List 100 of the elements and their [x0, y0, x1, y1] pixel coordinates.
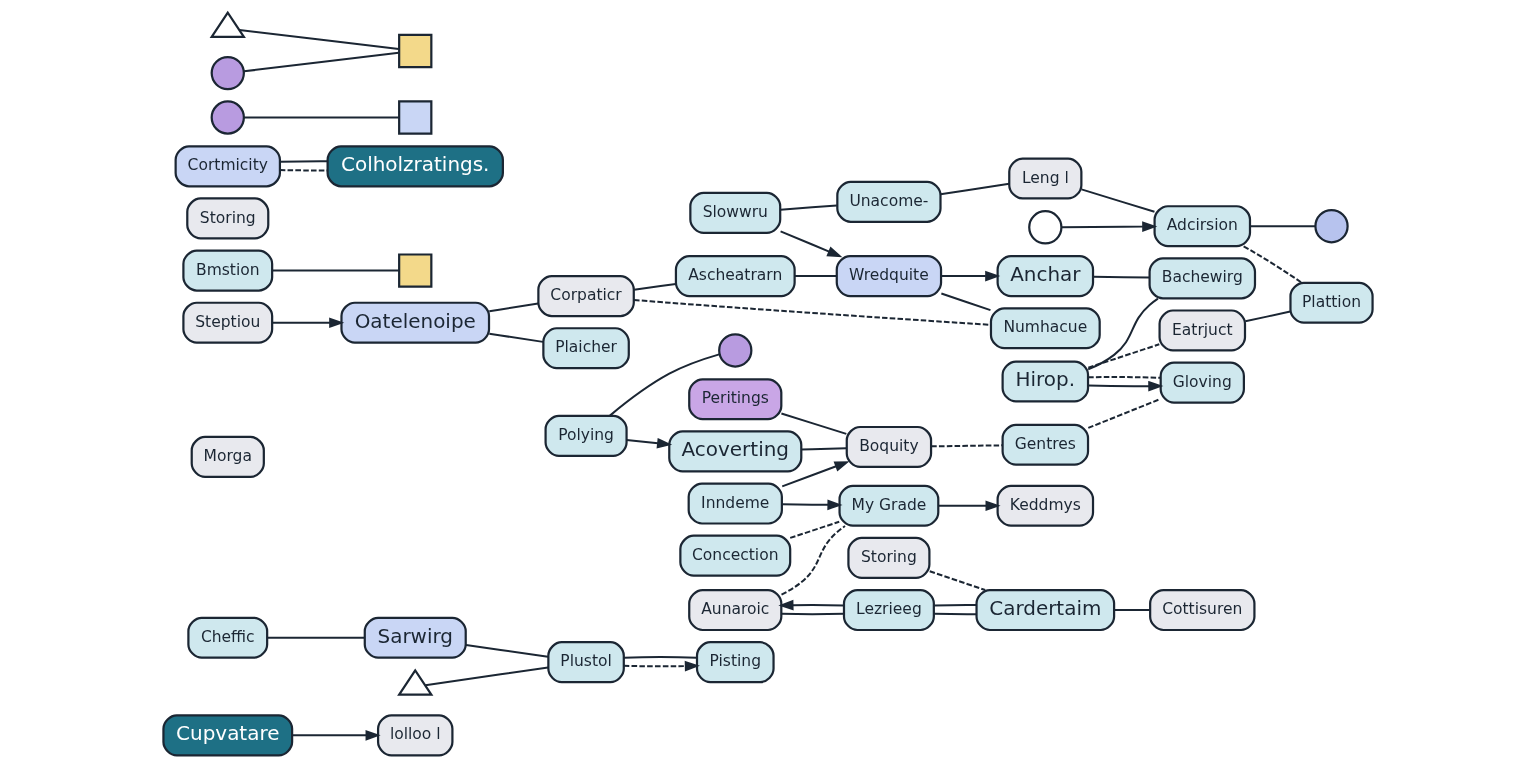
node-box: Bachewirg — [1148, 257, 1257, 300]
node-box: Anchar — [996, 255, 1095, 298]
connector — [780, 412, 848, 435]
connector — [939, 182, 1011, 196]
arrow — [781, 461, 850, 488]
node-box: Cardertaim — [975, 588, 1116, 632]
connector — [622, 656, 698, 659]
arrow — [779, 230, 843, 258]
arrow — [625, 438, 673, 449]
connector — [789, 520, 841, 539]
node-box: Peritings — [688, 378, 783, 421]
node-box: Plaicher — [542, 327, 630, 370]
connector — [780, 612, 845, 616]
node-box: Adcirsion — [1153, 205, 1252, 248]
node-box: Leng l — [1008, 157, 1083, 200]
connector — [633, 283, 677, 291]
node-circle — [210, 55, 245, 91]
connector — [633, 299, 992, 326]
node-box: Cupvatare — [162, 714, 294, 757]
node-box: Oatelenoipe — [340, 301, 491, 344]
node-box: Boquity — [845, 425, 933, 469]
node-box: Eatrjuct — [1158, 309, 1247, 352]
node-box: My Grade — [838, 484, 940, 527]
node-box: Sarwirg — [363, 616, 467, 659]
node-box: Storing — [847, 536, 931, 579]
node-box: Plattion — [1289, 281, 1374, 324]
arrow — [778, 599, 845, 611]
connector — [800, 447, 848, 451]
node-box: Gentres — [1001, 423, 1090, 466]
connector — [1242, 245, 1303, 284]
node-box — [398, 253, 433, 288]
connector — [243, 51, 400, 73]
arrow — [291, 730, 381, 741]
connector — [933, 604, 978, 607]
node-box: Slowwru — [689, 191, 782, 234]
connector — [1080, 188, 1156, 213]
connector — [1087, 398, 1162, 429]
node-box: Colholzratings. — [326, 145, 504, 188]
connector — [940, 292, 992, 312]
connector — [928, 570, 987, 592]
arrow — [937, 500, 1001, 512]
connector — [779, 204, 838, 211]
node-box: Ascheatrarn — [674, 255, 796, 298]
node-box: Cottisuren — [1149, 588, 1256, 632]
connector — [266, 636, 366, 639]
node-box: Gloving — [1159, 361, 1245, 404]
node-box: Pisting — [695, 641, 775, 684]
node-box: Unacome- — [836, 180, 942, 223]
connector — [279, 160, 329, 163]
connector — [1087, 376, 1162, 379]
node-box: lolloo l — [376, 714, 454, 757]
node-box — [398, 33, 433, 69]
connector — [1092, 275, 1151, 279]
arrow — [1060, 221, 1158, 232]
connector — [238, 29, 400, 51]
arrow — [781, 499, 843, 511]
connector — [1249, 225, 1317, 228]
node-box: Wredquite — [835, 255, 943, 298]
node-box: Cortmicity — [174, 145, 282, 188]
node-circle — [718, 333, 753, 368]
node-triangle — [397, 668, 434, 696]
connector — [608, 353, 721, 417]
connector — [1087, 297, 1159, 371]
connector — [793, 275, 838, 278]
node-circle — [210, 100, 245, 135]
node-box: Numhacue — [989, 307, 1101, 350]
node-box: Aunaroic — [688, 588, 783, 632]
node-box: Lezrieeg — [842, 588, 935, 632]
arrow — [271, 317, 345, 328]
connector — [424, 666, 550, 687]
connector — [1113, 609, 1152, 611]
connector — [243, 116, 400, 119]
node-box: Polying — [544, 414, 628, 457]
node-box: Concection — [679, 534, 792, 577]
node-box: Steptiou — [182, 301, 274, 344]
connector — [488, 302, 540, 313]
node-box: Inndeme — [687, 482, 783, 525]
node-box: Storing — [186, 197, 270, 240]
connector — [271, 269, 400, 272]
node-triangle — [209, 10, 246, 38]
node-box: Plustol — [547, 641, 625, 684]
node-box: Keddmys — [996, 484, 1095, 527]
node-circle — [1314, 209, 1349, 244]
node-box — [398, 100, 433, 135]
node-cloud — [1028, 210, 1063, 245]
node-box: Cheffic — [187, 616, 269, 659]
node-box: Bmstion — [182, 249, 274, 292]
connector — [465, 643, 549, 658]
node-box: Morga — [190, 435, 265, 478]
connector — [933, 612, 978, 616]
connector — [930, 444, 1004, 448]
connector — [1087, 343, 1161, 369]
connector — [780, 525, 846, 596]
connector — [1244, 310, 1292, 323]
node-box: Hirop. — [1001, 360, 1090, 403]
node-box: Corpaticr — [537, 275, 635, 318]
node-box: Acoverting — [668, 430, 803, 473]
arrow — [622, 660, 700, 672]
arrow — [940, 270, 1001, 282]
arrow — [1087, 380, 1164, 392]
